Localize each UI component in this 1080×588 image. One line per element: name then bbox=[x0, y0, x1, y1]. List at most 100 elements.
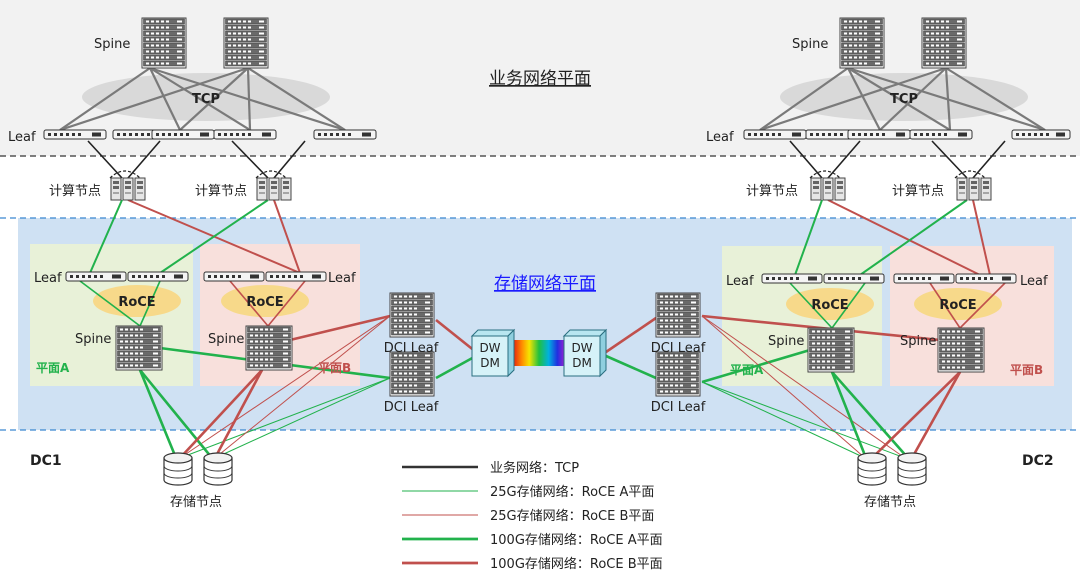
leaf-compute-links bbox=[87, 140, 1006, 179]
storage-plane-title: 存储网络平面 bbox=[494, 274, 596, 294]
legend-label: 业务网络：TCP bbox=[490, 460, 579, 476]
dc2-leaf-label: Leaf bbox=[706, 130, 734, 145]
dc2-roce-b-label: RoCE bbox=[939, 298, 976, 313]
dc1-storage-spine-label-b: Spine bbox=[208, 332, 244, 347]
dc2-storage-leaf-a2 bbox=[823, 273, 885, 284]
dc2-storage-leaf-label-a: Leaf bbox=[726, 274, 754, 289]
compute-to-storage-leaf-links bbox=[89, 199, 991, 276]
dc1-roce-a-label: RoCE bbox=[118, 295, 155, 310]
optical-fiber-link bbox=[512, 340, 566, 366]
dc2-storage-leaf-label-b: Leaf bbox=[1020, 274, 1048, 289]
legend-item: 业务网络：TCP bbox=[402, 460, 579, 476]
dc2-dwdm-label-line2: DM bbox=[572, 356, 592, 370]
dc1-business-spine-2 bbox=[223, 17, 269, 69]
dc1-dwdm-label-line2: DM bbox=[480, 356, 500, 370]
dc2-spine-label: Spine bbox=[792, 37, 828, 52]
legend: 业务网络：TCP 25G存储网络：RoCE A平面 25G存储网络：RoCE B平面… bbox=[402, 460, 663, 572]
dc2-storage-spine-b bbox=[937, 327, 985, 373]
business-plane-title: 业务网络平面 bbox=[489, 69, 591, 89]
legend-item: 25G存储网络：RoCE B平面 bbox=[402, 508, 654, 524]
legend-label: 100G存储网络：RoCE B平面 bbox=[490, 556, 663, 572]
dc1-business-leaf-3 bbox=[151, 129, 215, 140]
legend-item: 100G存储网络：RoCE A平面 bbox=[402, 532, 663, 548]
dc1-storage-leaf-a1 bbox=[65, 271, 127, 282]
dc2-plane-b-label: 平面B bbox=[1010, 363, 1043, 377]
dc1-compute-node-2 bbox=[256, 177, 292, 201]
dc2-tcp-label: TCP bbox=[890, 92, 918, 107]
legend-label: 100G存储网络：RoCE A平面 bbox=[490, 532, 663, 548]
dc2-storage-spine-label-b: Spine bbox=[900, 334, 936, 349]
compute-bond-marks bbox=[109, 170, 986, 179]
dc1-compute-node-1 bbox=[110, 177, 146, 201]
dc1-storage-leaf-label-b: Leaf bbox=[328, 271, 356, 286]
dc1-business-leaf-5 bbox=[313, 129, 377, 140]
storage-leaf-spine-links bbox=[79, 280, 1006, 329]
dc2-dci-leaf-label-1: DCI Leaf bbox=[651, 341, 706, 356]
dc2-storage-leaf-b2 bbox=[955, 273, 1017, 284]
dc2-compute-node-1 bbox=[810, 177, 846, 201]
dc2-label: DC2 bbox=[1022, 453, 1054, 469]
dc1-tcp-ellipse bbox=[82, 73, 330, 121]
dc1-roce-b-label: RoCE bbox=[246, 295, 283, 310]
dc2-storage-spine-label-a: Spine bbox=[768, 334, 804, 349]
legend-item: 100G存储网络：RoCE B平面 bbox=[402, 556, 663, 572]
dc2-dci-dwdm-links bbox=[605, 316, 657, 380]
dc2-compute-label-1: 计算节点 bbox=[746, 184, 798, 199]
dc2-tcp-ellipse bbox=[780, 73, 1028, 121]
dc2-storage-spine-a bbox=[807, 327, 855, 373]
dc2-business-leaf-3 bbox=[847, 129, 911, 140]
dc1-storage-spine-b bbox=[245, 325, 293, 371]
dc1-compute-label-1: 计算节点 bbox=[49, 184, 101, 199]
legend-label: 25G存储网络：RoCE A平面 bbox=[490, 484, 654, 500]
dc1-dwdm-label-line1: DW bbox=[479, 341, 500, 355]
dc2-business-leaf-1 bbox=[743, 129, 807, 140]
dc1-tcp-label: TCP bbox=[192, 92, 220, 107]
dc1-spine-label: Spine bbox=[94, 37, 130, 52]
dc1-leaf-label: Leaf bbox=[8, 130, 36, 145]
dc1-business-spine-1 bbox=[141, 17, 187, 69]
dc2-storage-node-label: 存储节点 bbox=[864, 495, 916, 510]
dc1-dci-leaf-label-1: DCI Leaf bbox=[384, 341, 439, 356]
dc2-compute-label-2: 计算节点 bbox=[892, 184, 944, 199]
dc1-dci-dwdm-links bbox=[435, 318, 477, 380]
dc2-storage-node-1 bbox=[857, 452, 887, 486]
dc2-business-leaf-4 bbox=[909, 129, 973, 140]
dc1-business-leaf-4 bbox=[213, 129, 277, 140]
dc1-storage-leaf-a2 bbox=[127, 271, 189, 282]
dc2-compute-node-2 bbox=[956, 177, 992, 201]
dc1-roce-b-ellipse bbox=[221, 285, 309, 317]
dc1-plane-a-box bbox=[30, 244, 193, 386]
dc2-business-spine-1 bbox=[839, 17, 885, 69]
dc2-storage-leaf-b1 bbox=[893, 273, 955, 284]
dc1-dci-leaf-label-2: DCI Leaf bbox=[384, 400, 439, 415]
dc1-dci-leaf-2 bbox=[389, 351, 435, 397]
dc2-dci-leaf-label-2: DCI Leaf bbox=[651, 400, 706, 415]
dc1-storage-node-2 bbox=[203, 452, 233, 486]
dc2-roce-a-label: RoCE bbox=[811, 298, 848, 313]
dc1-plane-a-label: 平面A bbox=[36, 361, 70, 375]
dc2-dwdm-label-line1: DW bbox=[571, 341, 592, 355]
dc1-storage-leaf-b1 bbox=[203, 271, 265, 282]
dc2-roce-b-ellipse bbox=[914, 288, 1002, 320]
dc2-dci-leaf-1 bbox=[655, 292, 701, 338]
tcp-links bbox=[59, 66, 1046, 132]
dc1-storage-node-label: 存储节点 bbox=[170, 495, 222, 510]
dc1-storage-leaf-b2 bbox=[265, 271, 327, 282]
dc1-storage-spine-a bbox=[115, 325, 163, 371]
dc1-storage-node-1 bbox=[163, 452, 193, 486]
dc1-storage-leaf-label-a: Leaf bbox=[34, 271, 62, 286]
dc2-business-leaf-5 bbox=[1011, 129, 1071, 140]
dc2-dci-leaf-2 bbox=[655, 351, 701, 397]
dc1-storage-spine-label-a: Spine bbox=[75, 332, 111, 347]
dc2-dci-spine-links bbox=[701, 314, 962, 459]
legend-item: 25G存储网络：RoCE A平面 bbox=[402, 484, 654, 500]
dc1-roce-a-ellipse bbox=[93, 285, 181, 317]
legend-label: 25G存储网络：RoCE B平面 bbox=[490, 508, 654, 524]
dc1-compute-label-2: 计算节点 bbox=[195, 184, 247, 199]
dc1-plane-b-label: 平面B bbox=[318, 361, 351, 375]
dc1-business-leaf-1 bbox=[43, 129, 107, 140]
